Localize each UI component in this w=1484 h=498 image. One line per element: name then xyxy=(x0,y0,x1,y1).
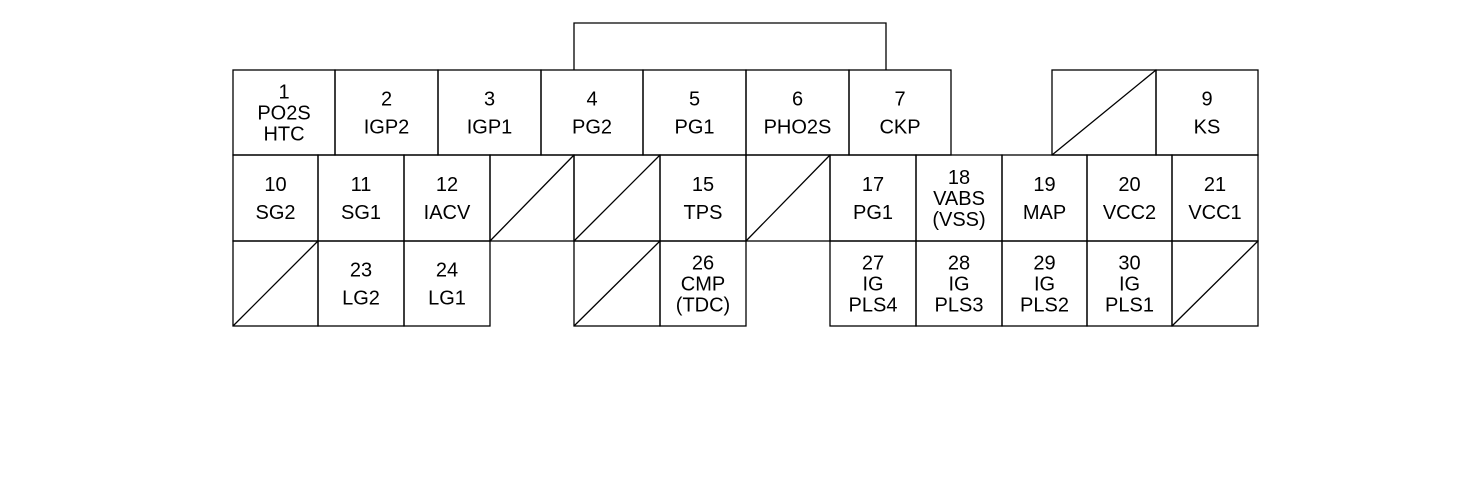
pin-number: 9 xyxy=(1201,89,1212,111)
pin-signal-label: MAP xyxy=(1023,202,1066,224)
pin-signal-label: IGP1 xyxy=(467,117,513,139)
pin-signal-label: IGP2 xyxy=(364,117,410,139)
pin-number: 18 xyxy=(948,167,970,189)
pin-signal-label: TPS xyxy=(684,202,723,224)
pin-number: 12 xyxy=(436,174,458,196)
unused-pin-slash xyxy=(489,154,575,242)
pin-cell-23 xyxy=(317,240,405,327)
pin-number: 7 xyxy=(894,89,905,111)
pin-cell-20 xyxy=(1086,154,1173,242)
pin-number: 11 xyxy=(351,174,372,196)
pin-cell-7 xyxy=(848,69,952,156)
pin-signal-label: IG xyxy=(862,274,883,296)
pin-number: 3 xyxy=(484,89,495,111)
pin-number: 1 xyxy=(278,82,289,104)
pin-signal-label: PO2S xyxy=(257,103,310,125)
pin-signal-label: (VSS) xyxy=(932,209,985,231)
pin-signal-label: IG xyxy=(1119,274,1140,296)
pin-cell-26 xyxy=(659,240,747,327)
pin-number: 6 xyxy=(792,89,803,111)
pin-number: 10 xyxy=(264,174,286,196)
connector-cells xyxy=(232,69,1259,327)
pin-number: 21 xyxy=(1204,174,1226,196)
pin-signal-label: CMP xyxy=(681,274,725,296)
unused-pin-slash xyxy=(573,154,661,242)
connector-lock-tab xyxy=(573,22,887,70)
pin-cell-21 xyxy=(1171,154,1259,242)
pin-signal-label: PG1 xyxy=(674,117,714,139)
unused-pin-slash xyxy=(232,240,319,327)
pin-signal-label: LG2 xyxy=(342,288,380,310)
pin-cell-5 xyxy=(642,69,747,156)
pin-signal-label: IG xyxy=(948,274,969,296)
pin-cell-2 xyxy=(334,69,439,156)
pin-cell-4 xyxy=(540,69,644,156)
pin-number: 5 xyxy=(689,89,700,111)
pin-cell-11 xyxy=(317,154,405,242)
unused-pin-slash xyxy=(1171,240,1259,327)
pin-number: 2 xyxy=(381,89,392,111)
pin-signal-label: VCC2 xyxy=(1103,202,1156,224)
pin-signal-label: IG xyxy=(1034,274,1055,296)
pin-signal-label: PG2 xyxy=(572,117,612,139)
pin-number: 19 xyxy=(1033,174,1055,196)
pin-cell-24 xyxy=(403,240,491,327)
pin-cell-3 xyxy=(437,69,542,156)
pin-signal-label: SG1 xyxy=(341,202,381,224)
pin-signal-label: PLS2 xyxy=(1020,295,1069,317)
pin-signal-label: CKP xyxy=(879,117,920,139)
pin-signal-label: PHO2S xyxy=(764,117,832,139)
pin-cell-6 xyxy=(745,69,850,156)
unused-pin-slash xyxy=(573,240,661,327)
pin-number: 15 xyxy=(692,174,714,196)
pin-cell-10 xyxy=(232,154,319,242)
pin-signal-label: KS xyxy=(1194,117,1221,139)
pin-signal-label: PG1 xyxy=(853,202,893,224)
pin-signal-label: PLS1 xyxy=(1105,295,1154,317)
unused-pin-cell xyxy=(1171,240,1259,327)
pin-number: 28 xyxy=(948,253,970,275)
pin-number: 26 xyxy=(692,253,714,275)
pin-signal-label: (TDC) xyxy=(676,295,730,317)
pin-number: 29 xyxy=(1033,253,1055,275)
pin-number: 20 xyxy=(1118,174,1140,196)
pin-signal-label: LG1 xyxy=(428,288,466,310)
unused-pin-slash xyxy=(1051,69,1157,156)
pin-number: 4 xyxy=(586,89,597,111)
pin-signal-label: IACV xyxy=(424,202,471,224)
pin-signal-label: VCC1 xyxy=(1188,202,1241,224)
pin-cell-12 xyxy=(403,154,491,242)
pin-cell-9 xyxy=(1155,69,1259,156)
pin-number: 23 xyxy=(350,260,372,282)
pin-signal-label: VABS xyxy=(933,188,985,210)
pin-signal-label: HTC xyxy=(263,124,304,146)
pin-signal-label: PLS3 xyxy=(935,295,984,317)
pin-number: 30 xyxy=(1118,253,1140,275)
pin-cell-15 xyxy=(659,154,747,242)
pin-number: 17 xyxy=(862,174,884,196)
unused-pin-slash xyxy=(745,154,831,242)
pin-number: 24 xyxy=(436,260,458,282)
pin-cell-17 xyxy=(829,154,917,242)
pin-number: 27 xyxy=(862,253,884,275)
pin-signal-label: SG2 xyxy=(255,202,295,224)
pin-signal-label: PLS4 xyxy=(849,295,898,317)
pin-cell-19 xyxy=(1001,154,1088,242)
